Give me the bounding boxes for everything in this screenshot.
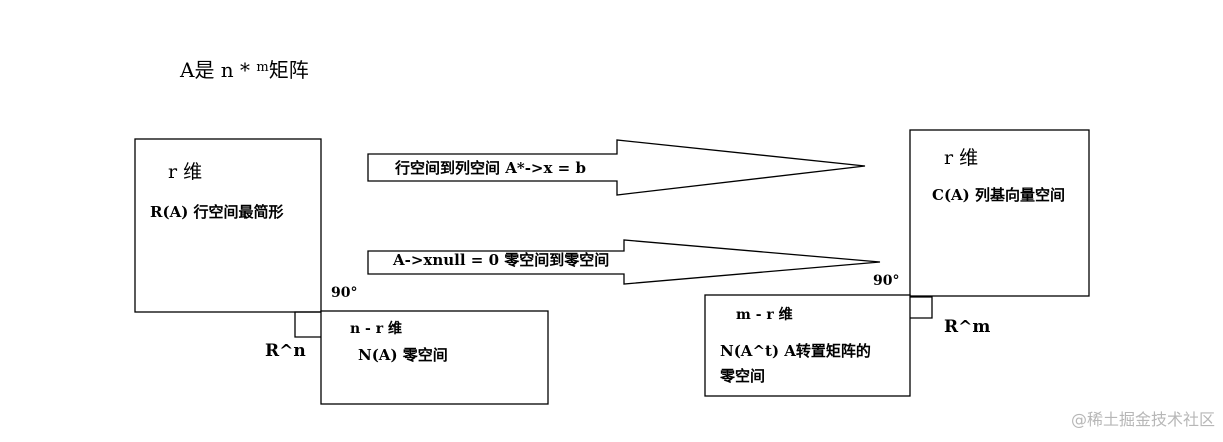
row-space-angle: 90° [331, 285, 358, 301]
title-prefix: A是 n * [180, 58, 257, 82]
arrow-null-to-null [367, 239, 881, 285]
null-space-dimension: n - r 维 [350, 321, 402, 337]
right-angle-mark-left [294, 311, 321, 338]
left-null-space-label-line2: 零空间 [720, 367, 766, 385]
row-space-box [134, 138, 322, 313]
left-null-space-label-line1: N(A^t) A转置矩阵的 [720, 342, 871, 360]
column-space-ambient: R^m [944, 317, 991, 337]
null-space-box [320, 310, 549, 405]
title-superscript: m [256, 60, 269, 75]
title-suffix: 矩阵 [268, 58, 309, 82]
arrow-row-to-column [367, 139, 866, 196]
arrow-top-label: 行空间到列空间 A*->x = b [395, 159, 586, 177]
left-null-space-box [704, 294, 911, 397]
row-space-label: R(A) 行空间最简形 [150, 203, 284, 221]
left-null-space-dimension: m - r 维 [736, 307, 793, 323]
watermark: @稀土掘金技术社区 [1070, 410, 1215, 429]
page-title: A是 n * m矩阵 [180, 60, 309, 80]
column-space-dimension: r 维 [944, 147, 979, 169]
row-space-ambient: R^n [265, 341, 306, 361]
row-space-dimension: r 维 [168, 161, 203, 183]
column-space-box [909, 129, 1090, 297]
right-angle-mark-right [910, 296, 933, 319]
null-space-label: N(A) 零空间 [358, 346, 448, 364]
column-space-label: C(A) 列基向量空间 [932, 186, 1065, 204]
arrow-bottom-label: A->xnull = 0 零空间到零空间 [393, 251, 610, 269]
column-space-angle: 90° [873, 273, 900, 289]
